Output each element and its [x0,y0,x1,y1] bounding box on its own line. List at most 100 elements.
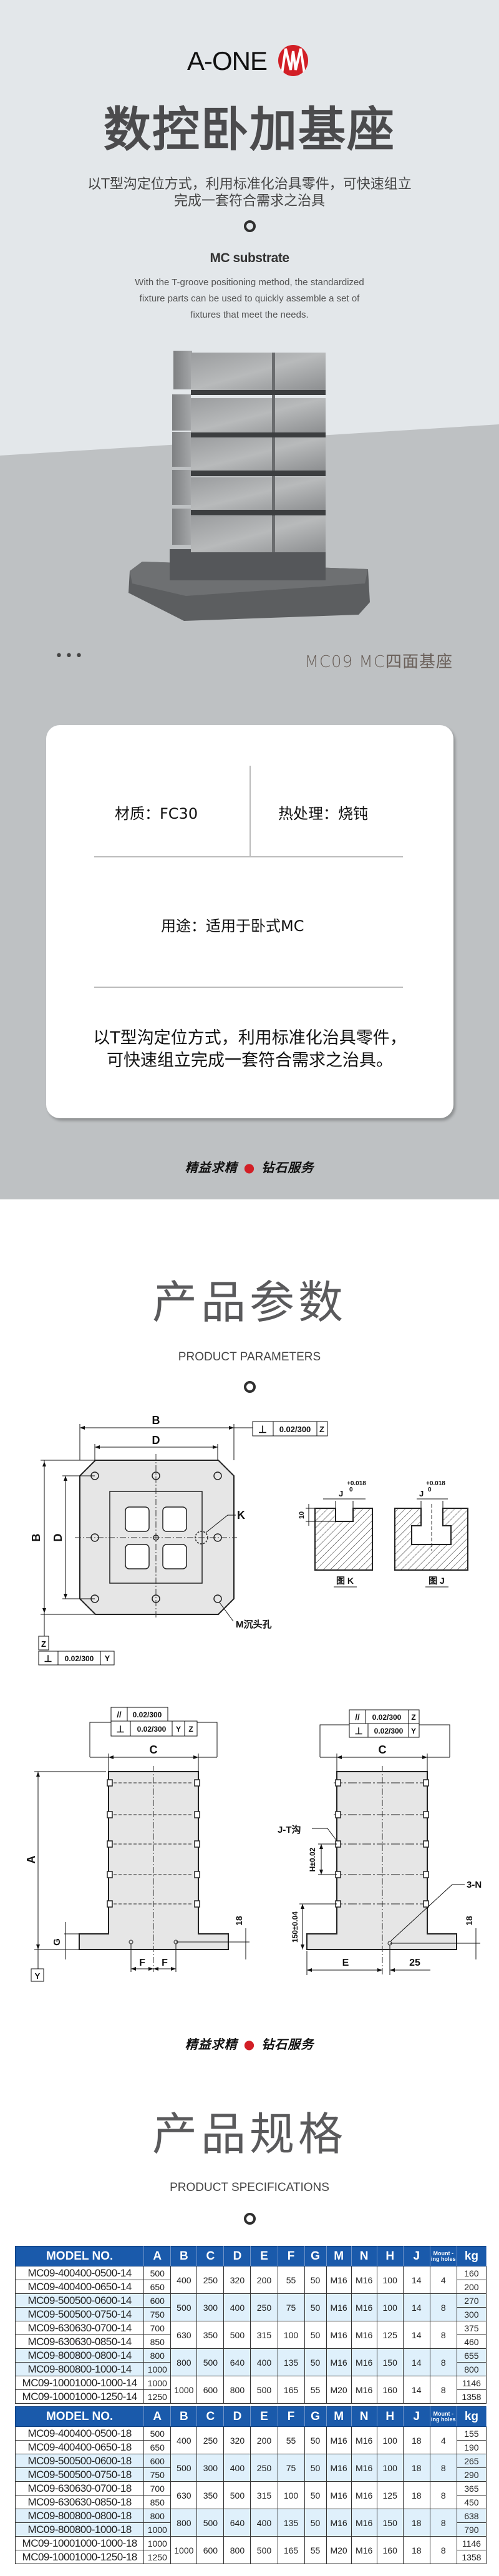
kg-cell: 655 [456,2348,487,2363]
a-cell: 1000 [143,2376,172,2390]
spec-cell: 315 [250,2321,278,2349]
spec-cell: M16 [351,2376,377,2404]
subtitle-line-2: 完成一套符合需求之治具 [173,193,325,209]
spec-cell: 500 [223,2481,251,2509]
perpendicular-icon: ⊥ [116,1724,124,1735]
detail-k-label: K [237,1509,245,1521]
english-line-3: fixtures that meet the needs. [190,310,309,320]
kg-cell: 265 [456,2454,487,2468]
section-j: J +0.018 0 图 J [394,1480,468,1588]
tolerance-value: 0.02/300 [372,1713,402,1722]
spec-cell: 320 [223,2426,251,2454]
spec-cell: 160 [376,2376,404,2404]
dim-a-label: A [25,1856,37,1864]
column-header: F [277,2246,305,2266]
spec-cell: 8 [429,2481,457,2509]
spec-cell: 14 [402,2293,430,2321]
a-cell: 800 [143,2348,172,2363]
tolerance-value: 0.02/300 [279,1425,311,1434]
a-cell: 1250 [143,2550,172,2564]
model-cell: MC09-500500-0600-14 [14,2293,145,2308]
spec-cell: 800 [170,2509,198,2537]
spec-cell: 600 [196,2536,225,2564]
english-line-1: With the T-groove positioning method, th… [135,277,364,288]
spec-cell: 500 [170,2454,198,2482]
tolerance-value: 0.02/300 [374,1727,404,1735]
kg-cell: 190 [456,2440,487,2454]
column-header: C [196,2406,225,2427]
brand-logo-text: A-ONE [187,46,268,76]
spec-cell: 600 [196,2376,225,2404]
model-cell: MC09-400400-0500-18 [14,2426,145,2441]
parallel-icon: // [355,1712,360,1722]
dim-c-label: C [379,1744,387,1756]
ring-icon [244,1381,256,1393]
spec-cell: 350 [196,2481,225,2509]
column-header: J [402,2406,430,2427]
spec-cell: 400 [223,2293,251,2321]
spec-cell: 8 [429,2454,457,2482]
spec-cell: 135 [277,2509,305,2537]
model-cell: MC09-400400-0500-14 [14,2266,145,2280]
kg-cell: 1146 [456,2536,487,2550]
column-header: MODEL NO. [14,2406,145,2427]
spec-cell: 640 [223,2509,251,2537]
a-cell: 500 [143,2426,172,2441]
datum-z-box: Z [41,1639,46,1649]
specs-subtitle: PRODUCT SPECIFICATIONS [170,2181,329,2194]
spec-cell: 75 [277,2454,305,2482]
spec-cell: M20 [326,2376,352,2404]
dim-f-label: F [139,1958,145,1968]
spec-cell: M16 [326,2348,352,2376]
spec-cell: 1000 [170,2376,198,2404]
spec-cell: 160 [376,2536,404,2564]
spec-cell: 55 [277,2266,305,2294]
spec-cell: M16 [326,2321,352,2349]
column-header: kg [456,2406,487,2427]
dim-f-label: F [162,1958,168,1968]
spec-cell: 150 [376,2348,404,2376]
slogan-right: 钻石服务 [261,2037,314,2052]
spec-cell: 125 [376,2321,404,2349]
kg-cell: 1146 [456,2376,487,2390]
kg-cell: 790 [456,2522,487,2537]
datum-z: Z [188,1725,193,1734]
spec-cell: 630 [170,2321,198,2349]
spec-cell: 250 [196,2266,225,2294]
column-header: A [143,2406,172,2427]
model-cell: MC09-630630-0850-14 [14,2334,145,2349]
dim-d-label: D [152,1434,160,1447]
spec-cell: 800 [223,2376,251,2404]
column-header: Mount -ing holes [429,2246,457,2266]
params-title: 产品参数 [152,1276,347,1329]
material-label: 材质：FC30 [115,805,198,822]
dim-25-label: 25 [409,1958,420,1968]
spec-cell: 50 [304,2266,327,2294]
spec-cell: 55 [304,2536,327,2564]
spec-cell: M16 [326,2509,352,2537]
column-header: G [304,2406,327,2427]
spec-cell: 400 [250,2509,278,2537]
ring-icon [244,220,256,232]
tolerance-value: 0.02/300 [133,1710,162,1719]
perpendicular-icon: ⊥ [258,1425,267,1435]
fit-upper: +0.018 [347,1480,366,1487]
page-title: 数控卧加基座 [104,102,395,157]
column-header: F [277,2406,305,2427]
spec-cell: 400 [250,2348,278,2376]
usage-label: 用途：适用于卧式MC [161,917,304,935]
a-cell: 600 [143,2454,172,2468]
spec-cell: M16 [326,2293,352,2321]
spec-cell: 50 [304,2293,327,2321]
dim-18: 18 [464,1916,474,1926]
model-cell: MC09-630630-0700-18 [14,2481,145,2496]
